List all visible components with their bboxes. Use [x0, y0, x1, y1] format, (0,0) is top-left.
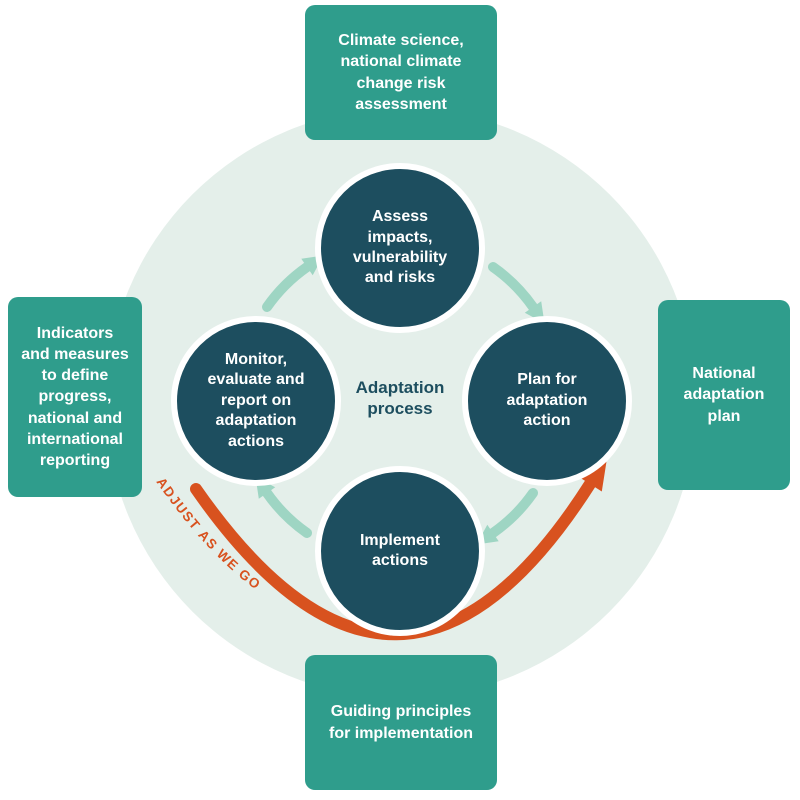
box-guiding-principles: Guiding principles for implementation	[305, 655, 497, 790]
plan-circle	[462, 316, 632, 486]
box-indicators-measures: Indicators and measures to define progre…	[8, 297, 142, 497]
process-nodes	[171, 163, 632, 636]
arrow-plan-to-implement	[488, 488, 538, 538]
assess-circle	[315, 163, 485, 333]
cycle-arrows	[262, 262, 538, 538]
box-national-adaptation-plan: National adaptation plan	[658, 300, 790, 490]
arrow-monitor-to-assess	[262, 262, 312, 312]
implement-circle	[315, 466, 485, 636]
monitor-circle	[171, 316, 341, 486]
arrow-assess-to-plan	[488, 262, 538, 312]
adaptation-process-title: Adaptation process	[355, 377, 445, 418]
box-climate-science: Climate science, national climate change…	[305, 5, 497, 140]
arrow-implement-to-monitor	[262, 488, 312, 538]
